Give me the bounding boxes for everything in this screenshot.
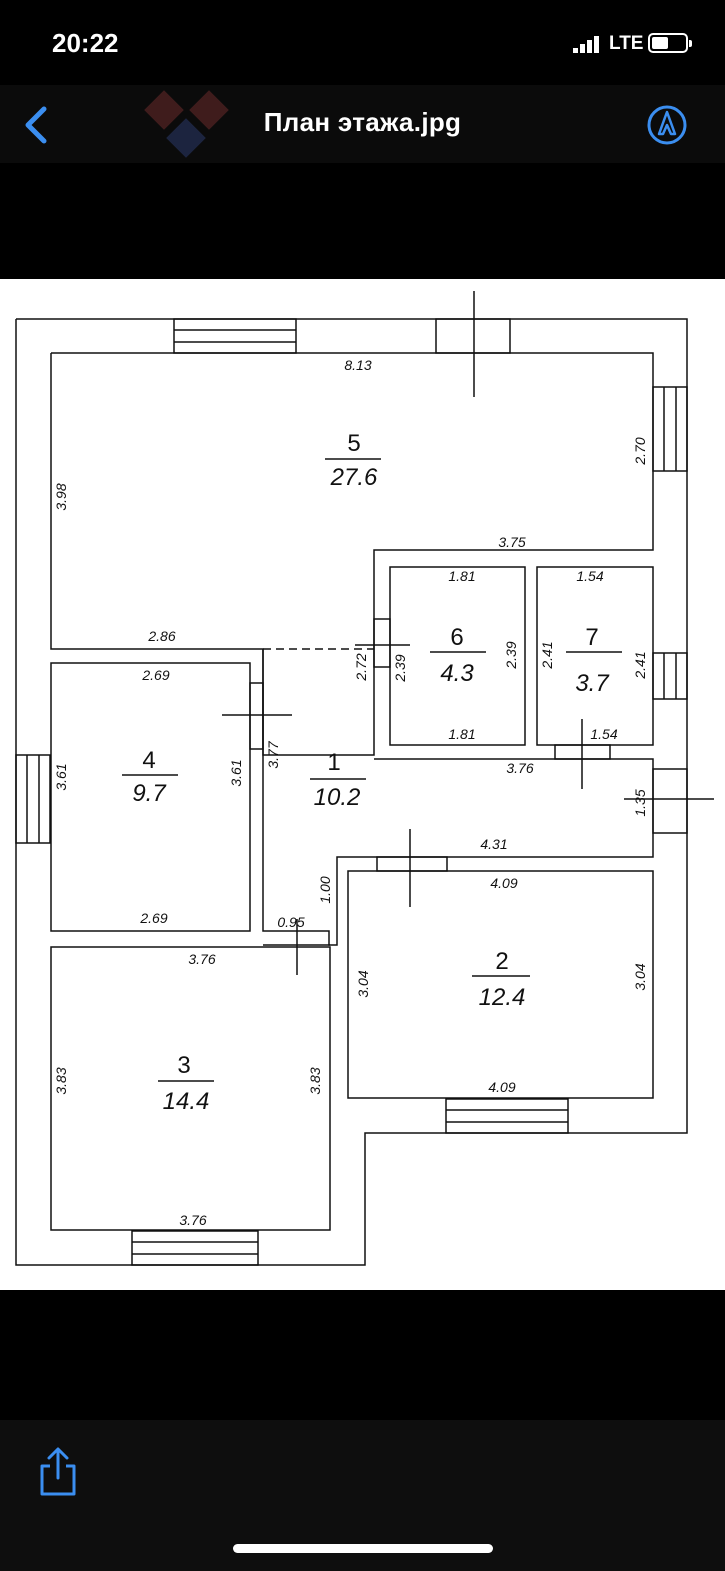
vertical-dimension-labels: 3.98 2.70 2.39 2.39 2.41 2.41 2.72 3.61 …	[53, 437, 648, 1094]
dimension-label: 0.95	[277, 914, 304, 930]
dimension-label: 8.13	[344, 357, 371, 373]
room-4-outline	[50, 662, 251, 932]
dimension-label: 3.76	[506, 760, 533, 776]
file-title: План этажа.jpg	[263, 107, 462, 137]
dimension-label: 4.31	[480, 836, 507, 852]
dimension-label: 2.70	[632, 437, 648, 465]
dimension-label: 1.00	[317, 876, 333, 903]
dimension-label: 3.77	[265, 740, 281, 768]
room-3-outline	[50, 946, 331, 1231]
dimension-label: 3.83	[53, 1067, 69, 1094]
image-viewer[interactable]: 5 27.6 6 4.3 7 3.7 4 9.7 1 10.2 2 12.4 3…	[0, 279, 725, 1290]
dimension-label: 4.09	[488, 1079, 515, 1095]
dimension-label: 3.76	[179, 1212, 206, 1228]
dimension-label: 1.81	[448, 568, 475, 584]
home-indicator	[233, 1544, 493, 1553]
dimension-label: 1.54	[576, 568, 603, 584]
room-2-area: 12.4	[479, 984, 526, 1011]
status-bar: 20:22 LTE	[0, 0, 725, 85]
dimension-label: 1.35	[632, 789, 648, 816]
room-3-number: 3	[177, 1052, 190, 1079]
dimension-label: 3.04	[632, 963, 648, 990]
room-4-area: 9.7	[132, 780, 167, 807]
network-type: LTE	[609, 33, 644, 54]
back-chevron-icon[interactable]	[18, 103, 58, 147]
dimension-label: 2.86	[147, 628, 175, 644]
room-2-outline	[347, 870, 654, 1099]
battery-icon	[648, 33, 692, 53]
dimension-label: 1.54	[590, 726, 617, 742]
dimension-label: 4.09	[490, 875, 517, 891]
dimension-label: 2.72	[353, 653, 369, 681]
outer-wall	[15, 318, 688, 1266]
room-7-number: 7	[585, 624, 598, 651]
watermark-logo	[144, 90, 229, 158]
dimension-label: 2.69	[139, 910, 167, 926]
markup-pen-icon[interactable]	[645, 103, 689, 147]
room-4-number: 4	[142, 747, 155, 774]
room-1-number: 1	[327, 749, 340, 776]
dimension-labels: 8.13 3.75 2.86 1.81 1.81 1.54 1.54 2.69 …	[139, 357, 617, 1228]
dimension-label: 3.75	[498, 534, 525, 550]
doors	[222, 291, 714, 975]
room-labels: 5 27.6 6 4.3 7 3.7 4 9.7 1 10.2 2 12.4 3…	[132, 430, 610, 1115]
dimension-label: 2.39	[503, 641, 519, 669]
status-time: 20:22	[52, 28, 119, 58]
dimension-label: 2.39	[392, 654, 408, 682]
floor-plan: 5 27.6 6 4.3 7 3.7 4 9.7 1 10.2 2 12.4 3…	[15, 291, 714, 1266]
windows	[15, 318, 688, 1266]
cellular-signal-icon	[573, 36, 599, 53]
dimension-label: 2.41	[539, 641, 555, 669]
room-6-number: 6	[450, 624, 463, 651]
dimension-label: 3.83	[307, 1067, 323, 1094]
dimension-label: 2.69	[141, 667, 169, 683]
room-3-area: 14.4	[163, 1088, 210, 1115]
room-5-outline	[50, 352, 654, 756]
room-2-number: 2	[495, 948, 508, 975]
dimension-label: 1.81	[448, 726, 475, 742]
room-5-area: 27.6	[330, 464, 378, 491]
dimension-label: 2.41	[632, 651, 648, 679]
dimension-label: 3.76	[188, 951, 215, 967]
dimension-label: 3.61	[53, 763, 69, 790]
room-1-area: 10.2	[314, 784, 361, 811]
dimension-label: 3.61	[228, 759, 244, 786]
dimension-label: 3.04	[355, 970, 371, 997]
dimension-label: 3.98	[53, 483, 69, 510]
share-icon[interactable]	[36, 1446, 80, 1498]
room-6-area: 4.3	[440, 660, 474, 687]
room-7-area: 3.7	[575, 670, 610, 697]
nav-bar: План этажа.jpg	[0, 85, 725, 163]
room-5-number: 5	[347, 430, 360, 457]
